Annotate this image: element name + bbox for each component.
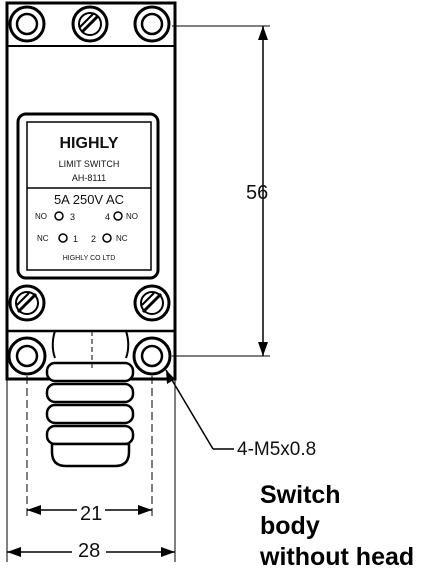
terminal-3: [54, 211, 64, 221]
nameplate-rating: 5A 250V AC: [54, 192, 124, 207]
bottom-left-hole: [7, 336, 47, 376]
top-right-hole: [133, 5, 171, 43]
nameplate-inner: [26, 121, 152, 271]
gland-neck: [51, 330, 130, 359]
bottom-right-hole: [132, 336, 172, 376]
terminal-3-number: 3: [70, 212, 75, 222]
nameplate-frame: [16, 112, 160, 280]
switch-body-outline: [5, 1, 177, 381]
terminal-2-number: 2: [91, 234, 96, 244]
height-dimension: [172, 25, 270, 357]
nameplate-model: AH-8111: [72, 173, 106, 183]
caption-line-2: body: [260, 512, 320, 540]
terminal-1: [58, 233, 68, 243]
top-center-screw: [71, 5, 109, 43]
terminal-4: [113, 211, 123, 221]
caption-line-3: without head: [260, 543, 415, 571]
cover-screw-right: [133, 284, 171, 322]
nc-label-left: NC: [37, 234, 49, 243]
nameplate-brand: HIGHLY: [60, 135, 119, 152]
nameplate-maker: HIGHLY CO LTD: [63, 255, 116, 262]
caption-line-1: Switch: [260, 481, 341, 509]
thread-callout-leader: [165, 369, 234, 450]
height-dimension-label: 56: [246, 182, 269, 204]
cover-screw-left: [8, 284, 46, 322]
no-label-left: NO: [35, 212, 47, 221]
figure-caption: Switch body without head: [260, 480, 414, 573]
hole-spacing-label: 21: [77, 504, 106, 524]
terminal-2: [102, 233, 112, 243]
terminal-1-number: 1: [73, 234, 78, 244]
cable-gland: [45, 361, 135, 468]
top-left-hole: [8, 5, 46, 43]
no-label-right: NO: [126, 212, 138, 221]
terminal-4-number: 4: [105, 212, 110, 222]
width-dimension-label: 28: [72, 541, 107, 561]
nameplate-product: LIMIT SWITCH: [59, 159, 120, 169]
nc-label-right: NC: [116, 234, 128, 243]
thread-callout-label: 4-M5x0.8: [237, 439, 317, 460]
